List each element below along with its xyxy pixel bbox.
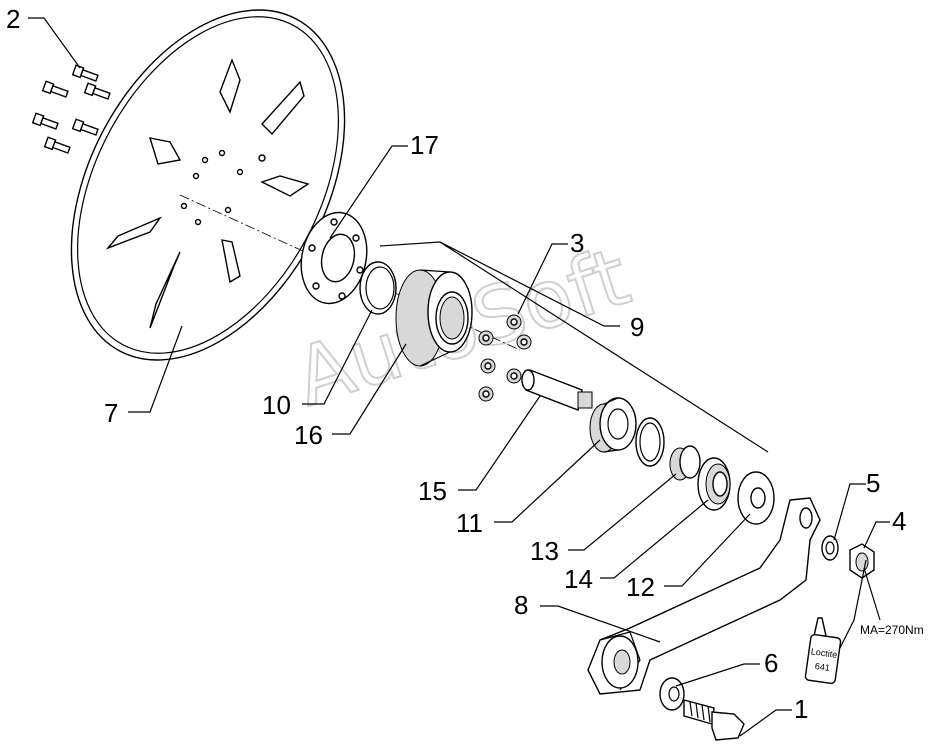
callout-13: 13 (530, 536, 559, 566)
crank-arm (587, 497, 821, 695)
callout-11: 11 (456, 508, 483, 538)
callout-15: 15 (418, 476, 447, 506)
leader-lines (28, 17, 890, 737)
hub (395, 269, 473, 367)
callout-12: 12 (626, 572, 655, 602)
spacer-sleeve (669, 445, 701, 481)
loctite-number: 641 (814, 661, 830, 673)
shaft-seal (697, 457, 731, 511)
callout-14: 14 (564, 564, 593, 594)
circlip (359, 261, 397, 315)
gasket-plate (300, 211, 368, 305)
callout-4: 4 (892, 506, 906, 536)
axle-shaft (521, 369, 593, 411)
callout-2: 2 (6, 4, 20, 34)
callout-3: 3 (570, 228, 584, 258)
disc-slots (105, 58, 310, 329)
bolt-washer (659, 677, 685, 711)
callout-5: 5 (866, 468, 880, 498)
hex-nut (849, 543, 875, 579)
disc-bolt-holes (180, 149, 266, 226)
loctite-brand: Loctite (810, 646, 838, 660)
bolt-set (31, 64, 111, 154)
callout-9: 9 (630, 312, 644, 342)
spring-washer (821, 535, 839, 561)
callout-10: 10 (262, 390, 291, 420)
thrust-washer (737, 471, 775, 525)
loctite-bottle: Loctite 641 (804, 617, 842, 685)
callout-8: 8 (514, 590, 528, 620)
callout-6: 6 (764, 648, 778, 678)
callout-labels: 2 17 3 9 7 10 16 15 11 13 14 12 5 4 8 6 … (6, 4, 906, 724)
nut-set (478, 314, 532, 402)
bearing (589, 397, 637, 453)
callout-16: 16 (294, 420, 323, 450)
crank-bolt (683, 699, 745, 741)
torque-spec: MA=270Nm (860, 623, 924, 637)
retaining-ring (635, 417, 665, 467)
callout-7: 7 (104, 398, 118, 428)
callout-17: 17 (410, 130, 439, 160)
callout-1: 1 (794, 694, 808, 724)
